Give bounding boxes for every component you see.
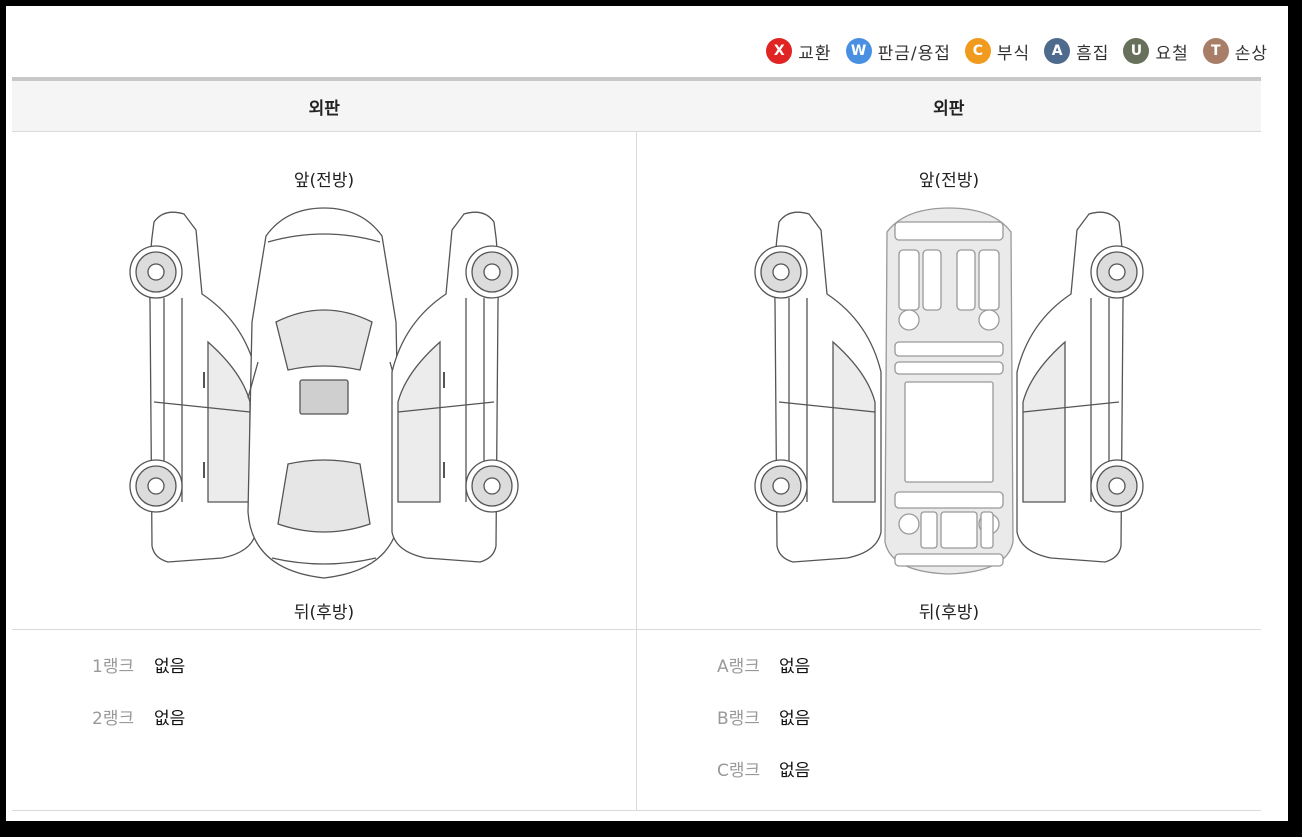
legend-label: 부식 xyxy=(996,43,1031,64)
rank-value: 없음 xyxy=(154,709,186,729)
front-direction-label: 앞(전방) xyxy=(293,171,355,191)
legend-item-replace: X 교환 xyxy=(766,38,831,64)
rank-list-left: 1랭크 없음 2랭크 없음 xyxy=(12,630,636,810)
corrosion-badge-icon: C xyxy=(964,38,991,64)
damage-badge-icon: T xyxy=(1202,38,1229,64)
rank-value: 없음 xyxy=(154,657,186,677)
legend-item-damage: T 손상 xyxy=(1202,38,1268,64)
rank-item: C랭크 없음 xyxy=(717,756,1261,808)
rank-name: B랭크 xyxy=(717,709,760,729)
rank-value: 없음 xyxy=(779,657,811,677)
dent-badge-icon: U xyxy=(1123,38,1150,64)
rank-name: 2랭크 xyxy=(92,709,135,729)
car-frame-diagram[interactable] xyxy=(749,202,1149,582)
rank-item: A랭크 없음 xyxy=(717,652,1261,704)
header-exterior-left: 외판 xyxy=(308,98,340,119)
car-exterior-diagram[interactable] xyxy=(124,202,524,582)
rank-row: 1랭크 없음 2랭크 없음 A랭크 없음 B랭크 없음 C랭크 xyxy=(12,630,1261,811)
windshield[interactable] xyxy=(275,309,373,371)
front-direction-label: 앞(전방) xyxy=(918,171,980,191)
legend-label: 흠집 xyxy=(1076,43,1110,64)
rear-direction-label: 뒤(후방) xyxy=(293,603,355,623)
sunroof[interactable] xyxy=(299,379,349,415)
legend-item-sheet-metal: W 판금/용접 xyxy=(845,38,951,64)
rank-list-right: A랭크 없음 B랭크 없음 C랭크 없음 xyxy=(636,630,1261,810)
header-exterior-right: 외판 xyxy=(933,98,965,119)
inspection-frame: X 교환 W 판금/용접 C 부식 A 흠집 U 요철 T 손상 외판 외판 xyxy=(6,6,1288,821)
replace-badge-icon: X xyxy=(766,38,793,64)
chassis-floor-panel[interactable] xyxy=(904,381,994,483)
rank-item: 1랭크 없음 xyxy=(92,652,636,704)
exterior-diagram-panel: 앞(전방) xyxy=(12,132,636,629)
rank-item: 2랭크 없음 xyxy=(92,704,636,756)
rank-name: A랭크 xyxy=(717,657,760,677)
rear-direction-label: 뒤(후방) xyxy=(918,603,980,623)
table-header-row: 외판 외판 xyxy=(12,77,1261,132)
inspection-table: 외판 외판 앞(전방) xyxy=(12,77,1261,811)
rank-item: B랭크 없음 xyxy=(717,704,1261,756)
rank-value: 없음 xyxy=(779,761,811,781)
legend-label: 요철 xyxy=(1155,43,1189,64)
rank-name: 1랭크 xyxy=(92,657,135,677)
sheet-metal-badge-icon: W xyxy=(845,38,872,64)
diagram-row: 앞(전방) xyxy=(12,132,1261,630)
legend-item-corrosion: C 부식 xyxy=(964,38,1031,64)
damage-legend: X 교환 W 판금/용접 C 부식 A 흠집 U 요철 T 손상 xyxy=(766,38,1268,64)
legend-label: 판금/용접 xyxy=(877,43,951,64)
legend-item-scratch: A 흠집 xyxy=(1044,38,1109,64)
rear-window[interactable] xyxy=(277,459,371,533)
scratch-badge-icon: A xyxy=(1044,38,1071,64)
rank-name: C랭크 xyxy=(717,761,761,781)
frame-diagram-panel: 앞(전방) xyxy=(636,132,1261,629)
legend-label: 교환 xyxy=(798,43,832,64)
rank-value: 없음 xyxy=(779,709,811,729)
legend-label: 손상 xyxy=(1234,43,1268,64)
legend-item-dent: U 요철 xyxy=(1123,38,1188,64)
